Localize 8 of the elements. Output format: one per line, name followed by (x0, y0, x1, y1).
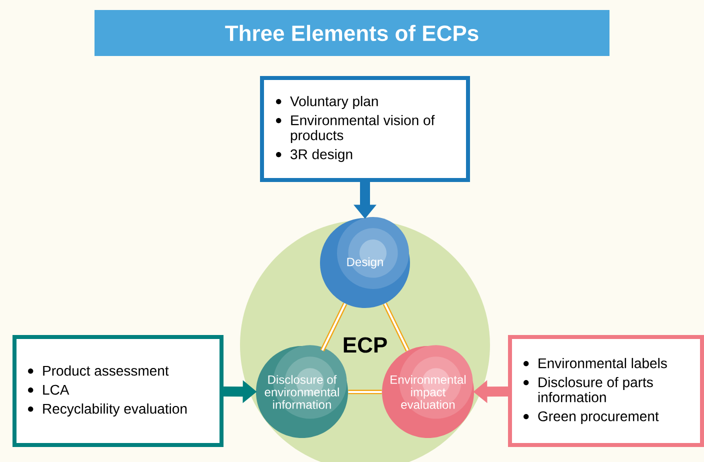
double-line (382, 302, 410, 352)
sphere: Design (320, 217, 410, 308)
title-banner: Three Elements of ECPs (94, 10, 610, 56)
double-line (348, 390, 382, 394)
bullet-list-box: Voluntary plan Environmental vision of products 3R design (260, 76, 470, 182)
bullet-list-box: Product assessment LCA Recyclability evaluation (12, 334, 224, 447)
double-line (320, 302, 348, 352)
bullet-list-box: Environmental labels Disclosure of parts information Green procurement (508, 334, 704, 447)
